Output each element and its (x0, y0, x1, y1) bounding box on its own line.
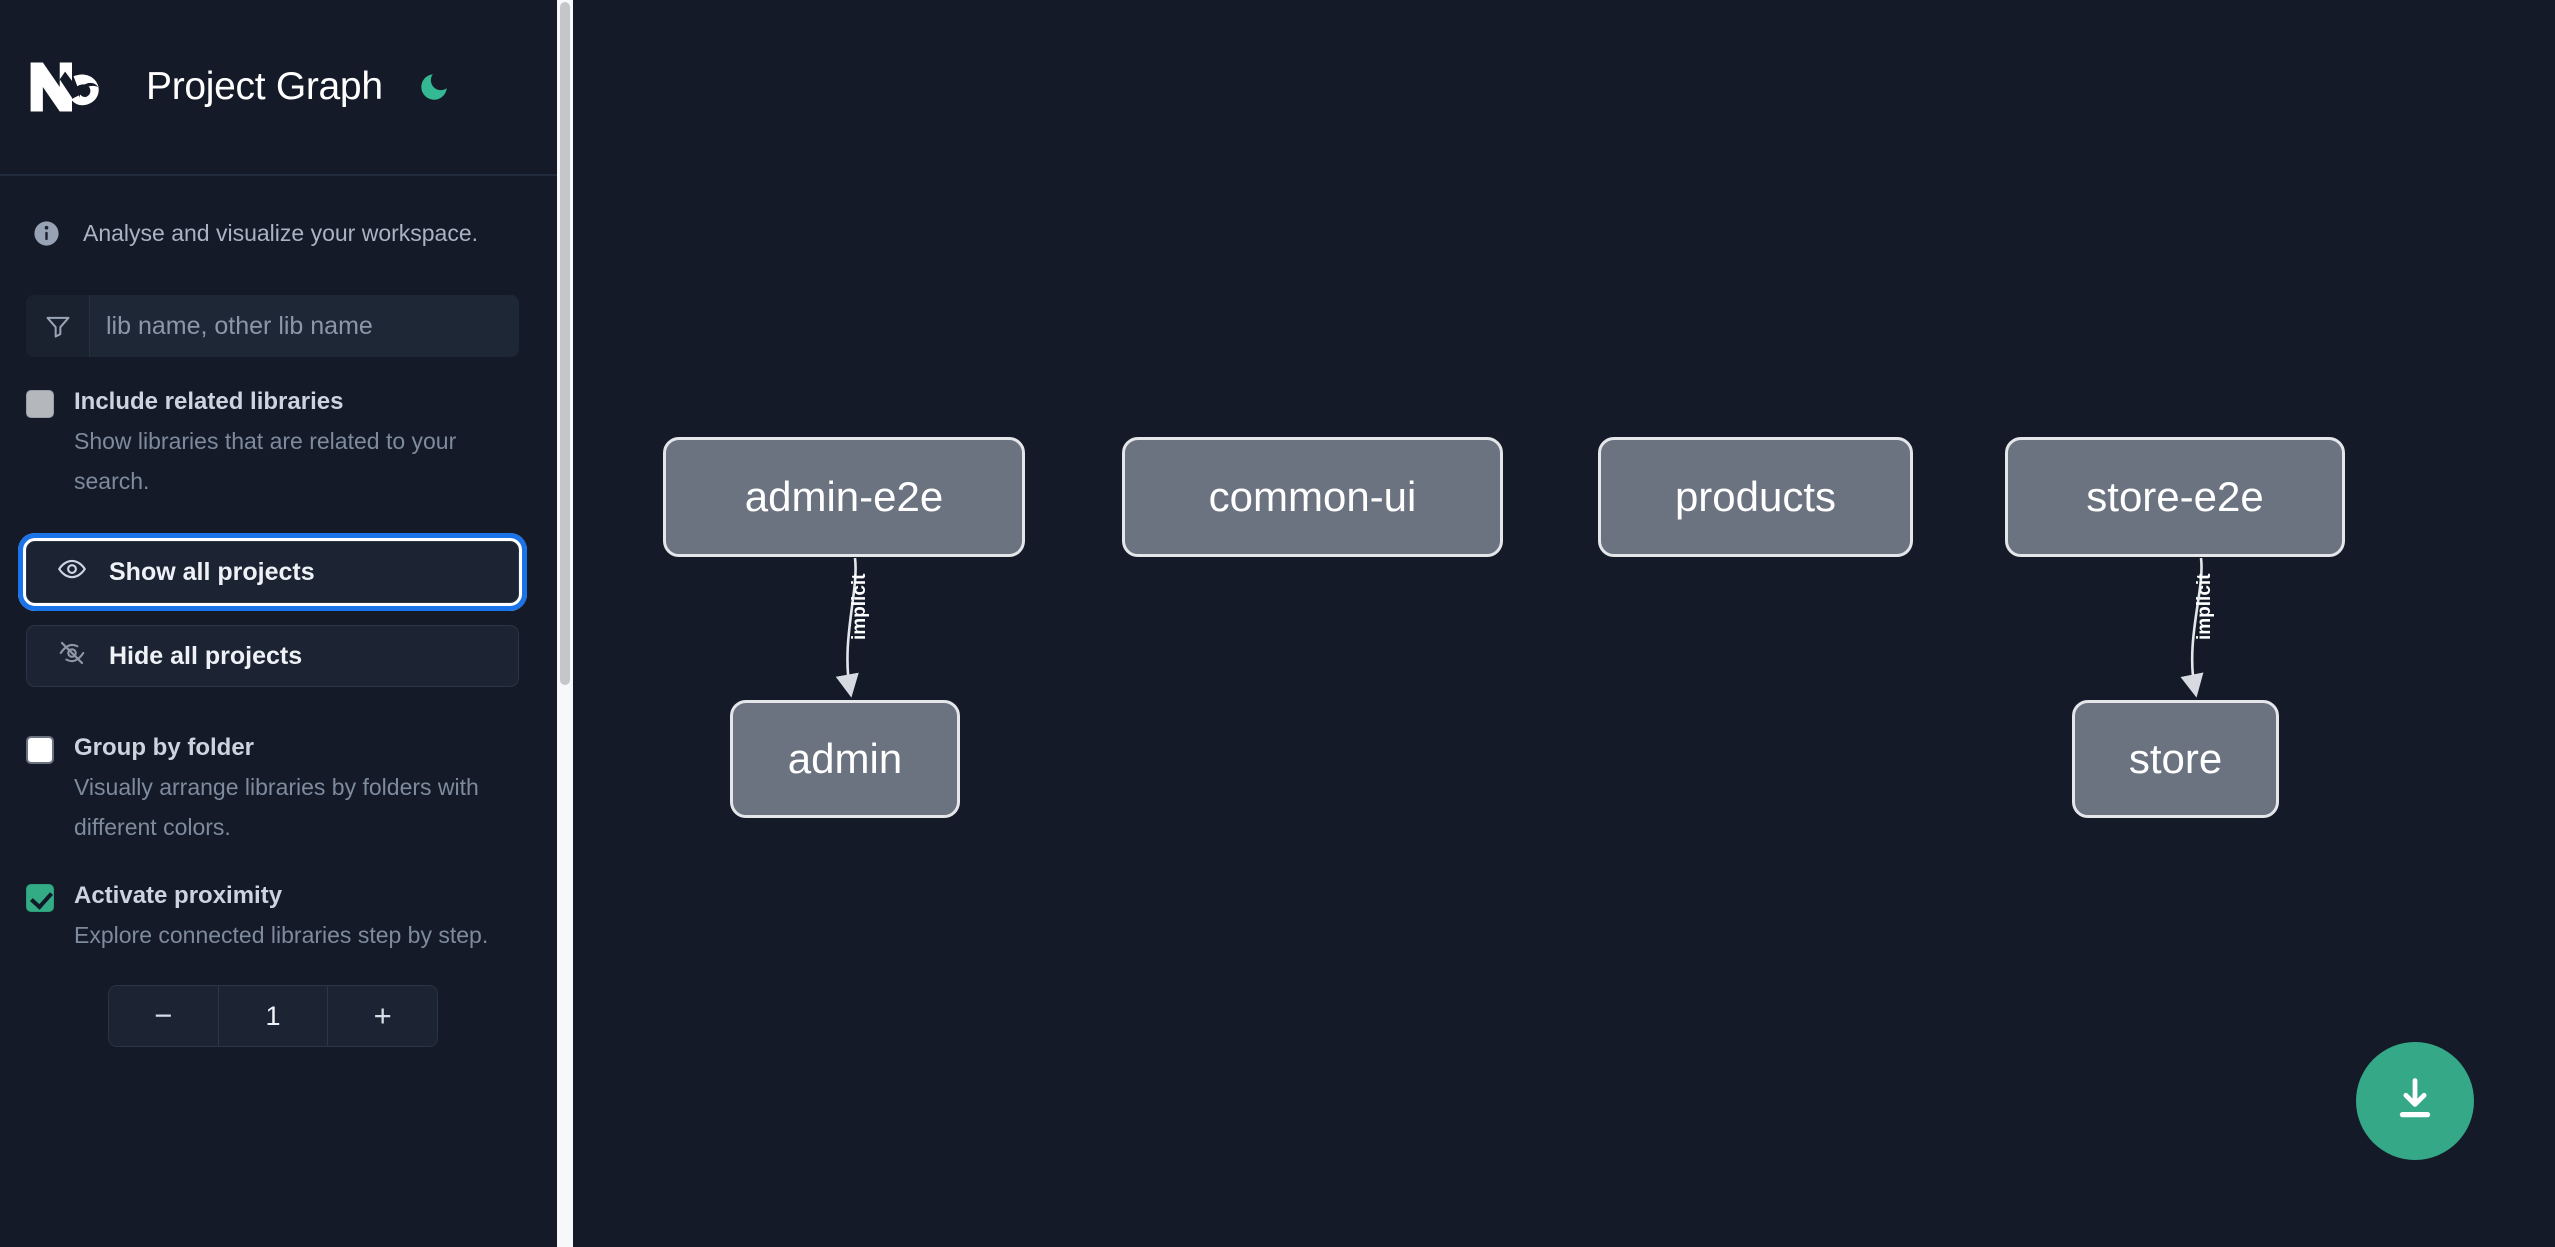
workspace-note: Analyse and visualize your workspace. (0, 176, 557, 248)
checkbox-activate-proximity[interactable] (26, 884, 54, 912)
download-icon (2389, 1073, 2441, 1130)
option-include-related-libraries[interactable]: Include related libraries Show libraries… (0, 357, 557, 501)
option-description: Explore connected libraries step by step… (74, 922, 489, 948)
proximity-increment-button[interactable]: + (328, 986, 437, 1046)
hide-all-projects-button[interactable]: Hide all projects (26, 625, 519, 687)
project-graph-canvas[interactable]: implicit implicit admin-e2e common-ui pr… (573, 0, 2555, 1247)
option-label: Include related libraries (74, 388, 344, 415)
sidebar-header: Project Graph (0, 0, 557, 176)
eye-slash-icon (57, 638, 87, 675)
option-description: Show libraries that are related to your … (74, 428, 457, 494)
show-all-projects-label: Show all projects (109, 557, 315, 586)
edge-label-store-e2e-store: implicit (2194, 573, 2215, 640)
search-input[interactable] (90, 295, 519, 357)
sidebar-scrollbar-thumb[interactable] (560, 2, 570, 685)
hide-all-projects-row: Hide all projects (0, 603, 557, 687)
graph-node-store-e2e[interactable]: store-e2e (2005, 437, 2345, 557)
show-all-projects-row: Show all projects (0, 501, 557, 611)
workspace-note-text: Analyse and visualize your workspace. (83, 220, 479, 246)
page-title: Project Graph (146, 65, 383, 108)
moon-icon[interactable] (413, 66, 455, 108)
checkbox-group-by-folder[interactable] (26, 736, 54, 764)
graph-node-store[interactable]: store (2072, 700, 2279, 818)
proximity-decrement-button[interactable]: − (109, 986, 218, 1046)
graph-node-admin-e2e[interactable]: admin-e2e (663, 437, 1025, 557)
checkbox-include-related-libraries[interactable] (26, 390, 54, 418)
option-activate-proximity[interactable]: Activate proximity Explore connected lib… (0, 847, 557, 955)
option-label: Activate proximity (74, 882, 283, 909)
search-field[interactable] (26, 295, 519, 357)
graph-node-products[interactable]: products (1598, 437, 1913, 557)
option-label: Group by folder (74, 734, 254, 761)
edge-label-admin-e2e-admin: implicit (849, 573, 870, 640)
graph-node-common-ui[interactable]: common-ui (1122, 437, 1503, 557)
eye-icon (57, 554, 87, 591)
nx-logo (26, 56, 118, 118)
option-description: Visually arrange libraries by folders wi… (74, 774, 479, 840)
download-image-button[interactable] (2356, 1042, 2474, 1160)
sidebar-body: Analyse and visualize your workspace. In… (0, 176, 557, 1047)
show-all-projects-button[interactable]: Show all projects (18, 533, 527, 611)
proximity-stepper: − 1 + (108, 985, 438, 1047)
sidebar: Project Graph Analyse and visualize your… (0, 0, 557, 1247)
info-icon (32, 219, 61, 248)
option-group-by-folder[interactable]: Group by folder Visually arrange librari… (0, 687, 557, 847)
sidebar-scrollbar-track[interactable] (557, 0, 573, 1247)
hide-all-projects-label: Hide all projects (109, 641, 303, 670)
proximity-value: 1 (217, 986, 329, 1046)
filter-icon (26, 295, 90, 357)
graph-node-admin[interactable]: admin (730, 700, 960, 818)
